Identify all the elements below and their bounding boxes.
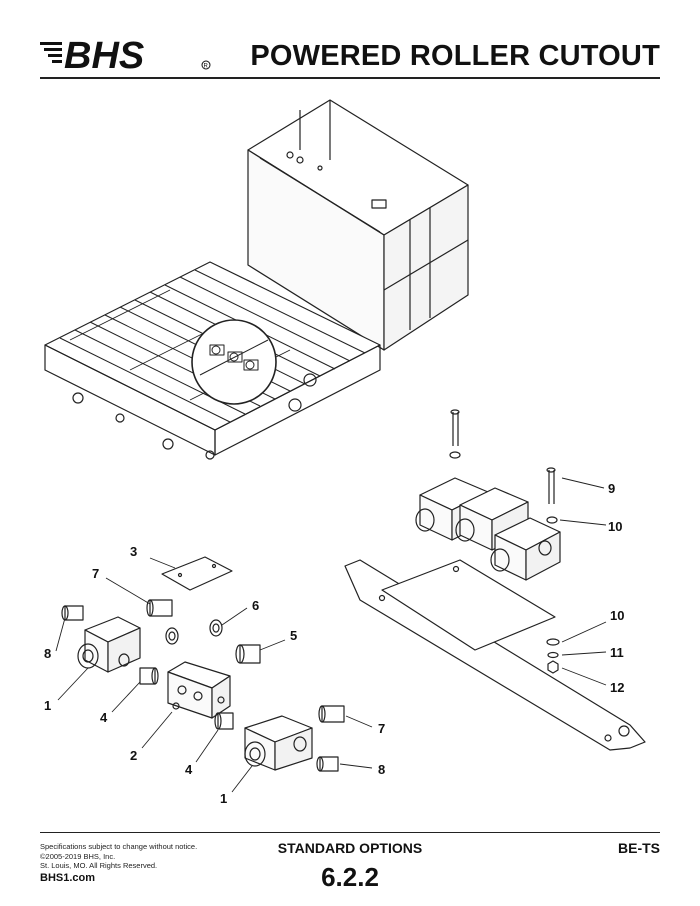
callout-7-top: 7	[92, 566, 99, 581]
callout-4-bottom: 4	[185, 762, 193, 777]
disclaimer-line-3: St. Louis, MO. All Rights Reserved.	[40, 861, 158, 870]
bhs-logo: BHS R	[40, 35, 211, 74]
footer-section: STANDARD OPTIONS 6.2.2	[0, 840, 700, 893]
disclaimer-line-1: Specifications subject to change without…	[40, 842, 198, 851]
footer-disclaimer: Specifications subject to change without…	[40, 842, 197, 885]
valve-bank-and-bracket-view	[344, 409, 646, 751]
junction-box-exploded-view	[61, 556, 345, 772]
header-rule	[40, 77, 660, 79]
callout-10-bottom: 10	[610, 608, 624, 623]
callout-1-top: 1	[44, 698, 51, 713]
callout-3: 3	[130, 544, 137, 559]
section-number: 6.2.2	[321, 862, 379, 892]
page-header: BHS R POWERED ROLLER CUTOUT	[0, 0, 700, 80]
callout-7-bottom: 7	[378, 721, 385, 736]
callout-10-top: 10	[608, 519, 622, 534]
callout-1-bottom: 1	[220, 791, 227, 806]
section-title: STANDARD OPTIONS	[277, 840, 423, 856]
callout-8-bottom: 8	[378, 762, 385, 777]
callout-9: 9	[608, 481, 615, 496]
callout-5: 5	[290, 628, 297, 643]
callout-6: 6	[252, 598, 259, 613]
website-link[interactable]: BHS1.com	[40, 871, 96, 884]
footer-rule	[40, 832, 660, 833]
exploded-parts-drawing: 3 7 6 5 8 1 4 2 4 1 7 8 9 10 10 11 12	[44, 99, 646, 806]
logo-text: BHS	[64, 35, 144, 74]
callout-11: 11	[610, 645, 624, 660]
conveyor-assembly-illustration	[44, 99, 469, 460]
callout-8-top: 8	[44, 646, 51, 661]
leader-lines	[55, 477, 607, 793]
callout-2: 2	[130, 748, 137, 763]
callout-12: 12	[610, 680, 624, 695]
svg-text:R: R	[204, 64, 209, 70]
disclaimer-line-2: ©2005-2019 BHS, Inc.	[40, 851, 116, 861]
model-code: BE-TS	[618, 840, 660, 856]
callout-4-top: 4	[100, 710, 108, 725]
page-title: POWERED ROLLER CUTOUT	[250, 40, 660, 72]
